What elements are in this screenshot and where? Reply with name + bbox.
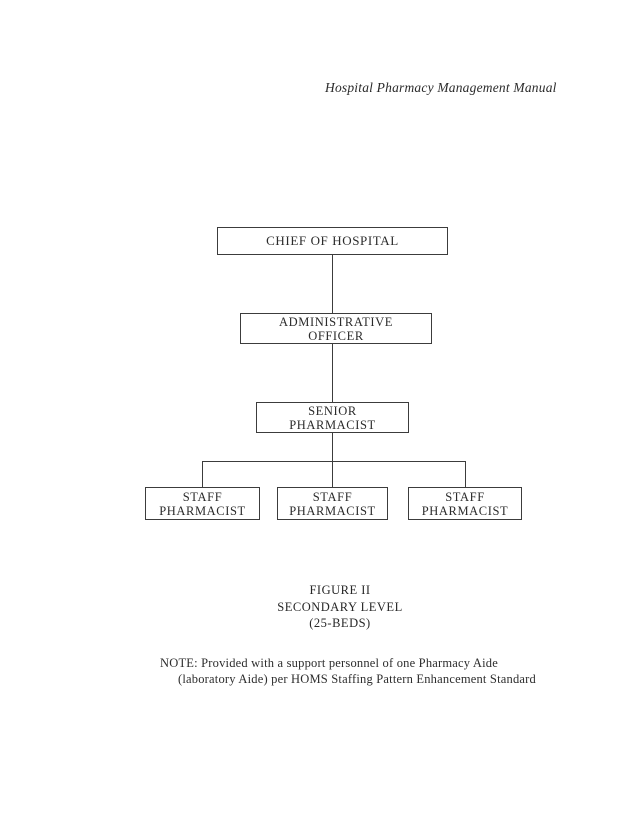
org-node-label: OFFICER: [308, 328, 364, 343]
connector-horizontal-bus: [202, 461, 466, 462]
footnote-line-1: NOTE: Provided with a support personnel …: [160, 656, 498, 670]
connector-drop-staff-1: [202, 461, 203, 487]
org-node-chief-of-hospital: CHIEF OF HOSPITAL: [217, 227, 448, 255]
connector-senior-to-bus: [332, 433, 333, 461]
figure-caption: FIGURE II SECONDARY LEVEL (25-BEDS): [220, 582, 460, 632]
figure-caption-number: FIGURE II: [309, 583, 371, 597]
org-node-label: SENIOR: [308, 403, 357, 418]
org-node-senior-pharmacist: SENIOR PHARMACIST: [256, 402, 409, 433]
connector-drop-staff-2: [332, 461, 333, 487]
page-header-title: Hospital Pharmacy Management Manual: [325, 80, 557, 95]
org-node-administrative-officer: ADMINISTRATIVE OFFICER: [240, 313, 432, 344]
org-node-staff-pharmacist-3: STAFF PHARMACIST: [408, 487, 522, 520]
org-node-label: STAFF: [312, 489, 353, 504]
org-node-staff-pharmacist-2: STAFF PHARMACIST: [277, 487, 388, 520]
org-node-label: ADMINISTRATIVE: [279, 314, 393, 329]
org-node-label: PHARMACIST: [289, 417, 376, 432]
connector-chief-to-admin: [332, 255, 333, 313]
org-node-label: STAFF: [182, 489, 223, 504]
connector-drop-staff-3: [465, 461, 466, 487]
org-node-label: PHARMACIST: [159, 503, 246, 518]
figure-caption-beds: (25-BEDS): [309, 616, 371, 630]
org-node-label: PHARMACIST: [289, 503, 376, 518]
figure-caption-level: SECONDARY LEVEL: [277, 599, 403, 614]
footnote: NOTE: Provided with a support personnel …: [160, 656, 540, 687]
footnote-line-2: (laboratory Aide) per HOMS Staffing Patt…: [178, 671, 536, 686]
org-node-label: CHIEF OF HOSPITAL: [266, 233, 399, 248]
org-node-label: STAFF: [445, 489, 485, 504]
org-node-staff-pharmacist-1: STAFF PHARMACIST: [145, 487, 260, 520]
org-node-label: PHARMACIST: [421, 503, 509, 518]
connector-admin-to-senior: [332, 344, 333, 402]
